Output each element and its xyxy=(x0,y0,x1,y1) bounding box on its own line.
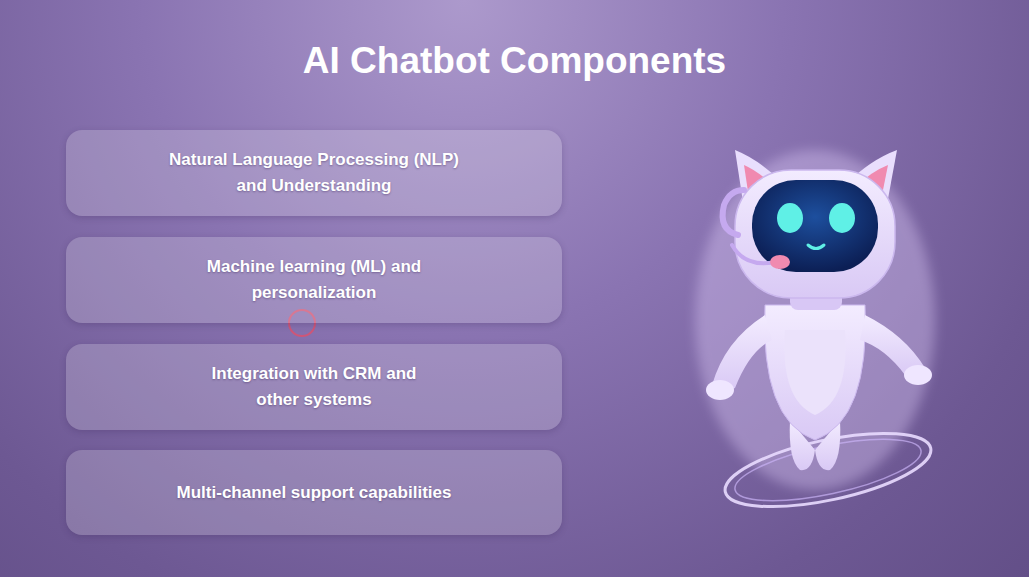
component-label: Integration with CRM and other systems xyxy=(194,361,434,413)
component-box: Multi-channel support capabilities xyxy=(66,450,562,535)
component-box: Integration with CRM and other systems xyxy=(66,344,562,430)
component-label: Multi-channel support capabilities xyxy=(177,480,452,506)
component-label: Natural Language Processing (NLP) and Un… xyxy=(154,147,474,199)
component-box: Machine learning (ML) and personalizatio… xyxy=(66,237,562,323)
component-box: Natural Language Processing (NLP) and Un… xyxy=(66,130,562,216)
slide-title: AI Chatbot Components xyxy=(0,40,1029,82)
component-label: Machine learning (ML) and personalizatio… xyxy=(179,254,449,306)
